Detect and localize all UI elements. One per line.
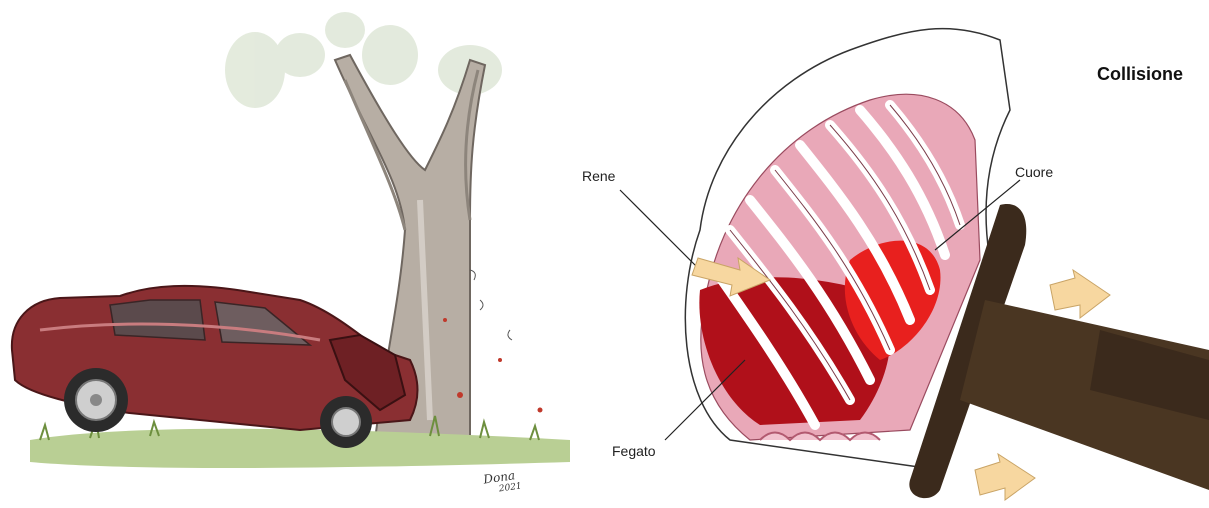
car-crash-drawing bbox=[0, 0, 590, 508]
artist-signature: Dona 2021 bbox=[483, 468, 523, 497]
rear-wheel bbox=[64, 368, 128, 432]
anatomical-impact-diagram: Collisione Rene Cuore Fegato bbox=[580, 0, 1209, 508]
front-wheel bbox=[320, 396, 372, 448]
liver-label: Fegato bbox=[612, 443, 656, 459]
kidney-label: Rene bbox=[582, 168, 615, 184]
heart-label: Cuore bbox=[1015, 164, 1053, 180]
diagram-title: Collisione bbox=[1097, 64, 1183, 85]
crashed-car bbox=[12, 286, 418, 448]
car-crash-illustration: Dona 2021 bbox=[0, 0, 590, 508]
